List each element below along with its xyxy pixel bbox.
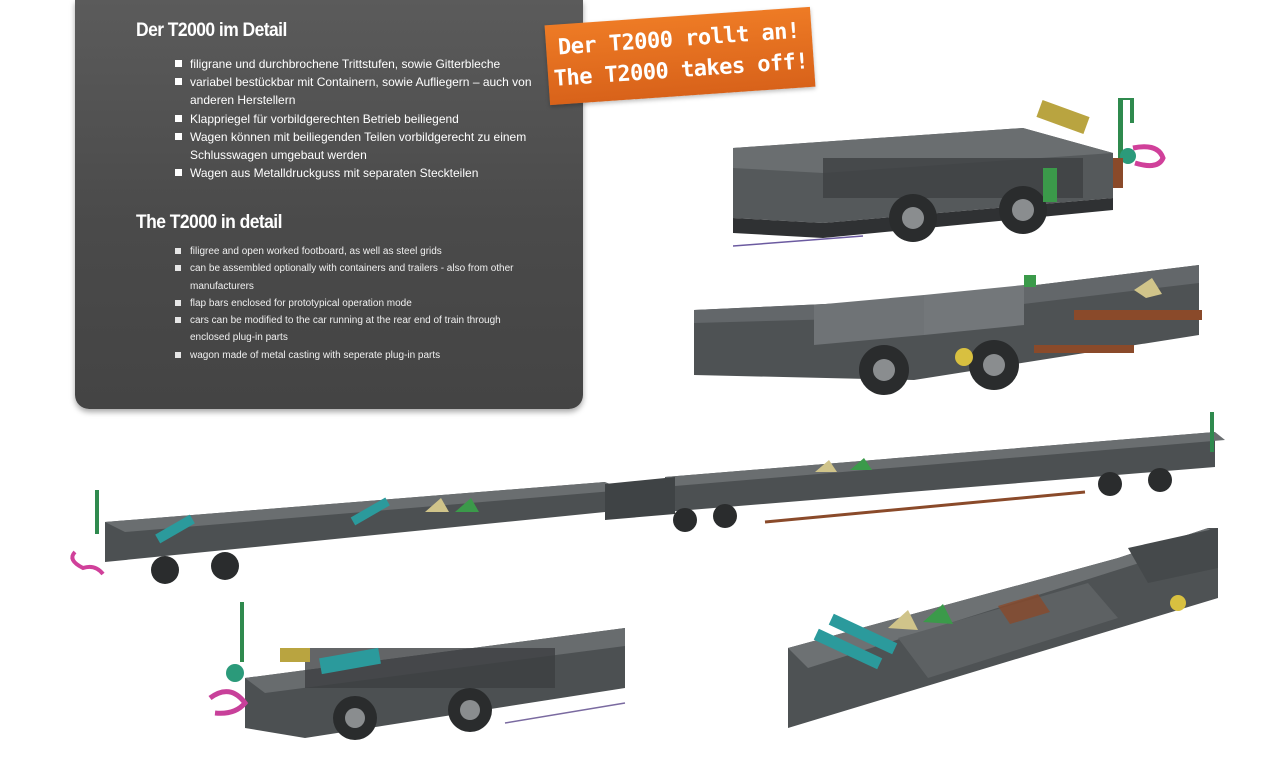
- list-item: flap bars enclosed for prototypical oper…: [175, 295, 535, 312]
- square-bullet-icon: [175, 351, 181, 358]
- square-bullet-icon: [175, 248, 181, 254]
- english-feature-list: filigree and open worked footboard, as w…: [175, 243, 535, 364]
- wagon-end-closeup-render: [733, 98, 1166, 247]
- list-item: cars can be modified to the car running …: [175, 312, 535, 347]
- german-feature-list: filigrane und durchbrochene Trittstufen,…: [175, 55, 535, 182]
- list-item: Klappriegel für vorbildgerechten Betrieb…: [175, 110, 535, 128]
- list-item: Wagen aus Metalldruckguss mit separaten …: [175, 164, 535, 182]
- list-item: can be assembled optionally with contain…: [175, 260, 535, 295]
- wagon-end-left-render: [208, 602, 626, 740]
- square-bullet-icon: [175, 78, 182, 86]
- english-heading: The T2000 in detail: [136, 212, 282, 233]
- list-item: Wagen können mit beiliegenden Teilen vor…: [175, 128, 535, 164]
- info-panel: Der T2000 im Detail filigrane und durchb…: [75, 0, 583, 409]
- german-heading: Der T2000 im Detail: [136, 20, 287, 41]
- wagon-joint-render: [694, 265, 1202, 395]
- full-wagon-render: [70, 412, 1225, 584]
- square-bullet-icon: [175, 265, 181, 272]
- square-bullet-icon: [175, 169, 182, 177]
- square-bullet-icon: [175, 299, 181, 306]
- announcement-badge: Der T2000 rollt an! The T2000 takes off!: [544, 6, 816, 106]
- square-bullet-icon: [175, 132, 182, 140]
- list-item: wagon made of metal casting with seperat…: [175, 347, 535, 364]
- square-bullet-icon: [175, 317, 181, 324]
- square-bullet-icon: [175, 114, 182, 122]
- list-item: variabel bestückbar mit Containern, sowi…: [175, 73, 535, 109]
- square-bullet-icon: [175, 60, 182, 67]
- list-item: filigrane und durchbrochene Trittstufen,…: [175, 55, 535, 73]
- wagon-deck-detail-render: [788, 528, 1218, 728]
- list-item: filigree and open worked footboard, as w…: [175, 243, 535, 260]
